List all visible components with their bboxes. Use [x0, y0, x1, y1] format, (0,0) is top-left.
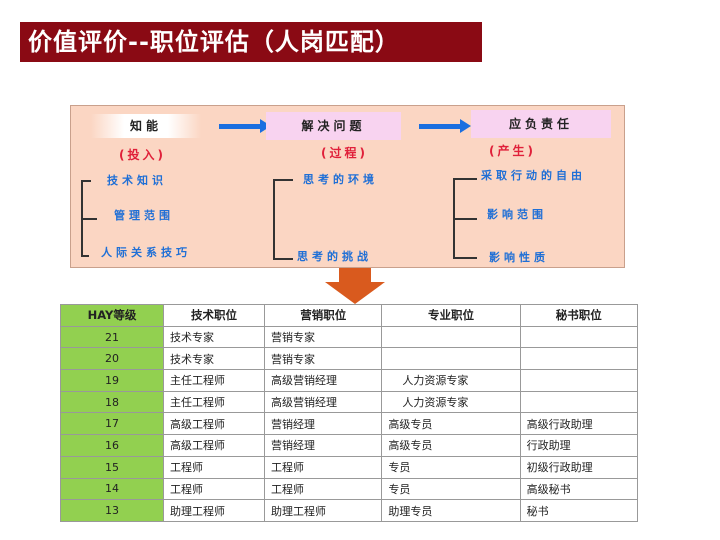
table-cell: 高级专员: [381, 434, 521, 457]
table-cell: [381, 325, 521, 349]
table-cell: 工程师: [162, 477, 266, 501]
table-cell: 人力资源专家: [381, 369, 521, 392]
table-cell: 高级营销经理: [264, 369, 383, 392]
hay-grade-cell: 13: [60, 499, 164, 522]
table-cell: 秘书: [519, 499, 639, 522]
bracket-tick: [81, 255, 89, 257]
item-freedom-to-act: 采取行动的自由: [481, 169, 586, 182]
bracket-tick: [453, 257, 477, 259]
bracket-tick: [81, 218, 97, 220]
table-cell: 助理专员: [381, 499, 521, 522]
table-cell: 营销经理: [264, 434, 383, 457]
label-input: (投入): [119, 148, 166, 162]
hay-grade-cell: 21: [60, 325, 164, 349]
right-arrow-icon: [219, 119, 271, 133]
item-technical-knowledge: 技术知识: [107, 174, 167, 187]
table-cell: 高级工程师: [162, 412, 266, 436]
right-arrow-icon: [419, 119, 471, 133]
table-cell: 助理工程师: [162, 499, 266, 522]
table-cell: 营销经理: [264, 412, 383, 436]
table-cell: 行政助理: [519, 434, 639, 457]
table-cell: 营销专家: [264, 325, 383, 349]
header-problem-solving: 解决问题: [266, 112, 401, 140]
table-cell: 高级专员: [381, 412, 521, 436]
column-header: 技术职位: [162, 304, 266, 327]
hay-grade-cell: 14: [60, 477, 164, 501]
table-cell: 工程师: [264, 455, 383, 479]
table-cell: 高级营销经理: [264, 390, 383, 414]
bracket-tick: [273, 258, 293, 260]
hay-factor-diagram: 知能 解决问题 应负责任 (投入) (过程) (产生) 技术知识 管理范围 人际…: [70, 105, 625, 268]
hay-grade-cell: 19: [60, 369, 164, 392]
table-cell: 主任工程师: [162, 369, 266, 392]
table-cell: 营销专家: [264, 347, 383, 371]
item-interpersonal-skills: 人际关系技巧: [101, 246, 191, 259]
item-thinking-environment: 思考的环境: [303, 173, 378, 186]
item-impact-scope: 影响范围: [487, 208, 547, 221]
bracket: [273, 179, 275, 259]
hay-grade-cell: 20: [60, 347, 164, 371]
label-output: (产生): [489, 144, 536, 158]
page-title: 价值评价--职位评估（人岗匹配）: [20, 22, 482, 62]
table-cell: [519, 347, 639, 371]
item-thinking-challenge: 思考的挑战: [297, 250, 372, 263]
bracket-tick: [273, 179, 293, 181]
label-process: (过程): [321, 146, 368, 160]
down-arrow-icon: [325, 268, 385, 304]
bracket-tick: [453, 218, 477, 220]
table-cell: [519, 325, 639, 349]
bracket-tick: [81, 180, 91, 182]
table-cell: 高级行政助理: [519, 412, 639, 436]
table-cell: 专员: [381, 477, 521, 501]
table-cell: 技术专家: [162, 325, 266, 349]
table-cell: 技术专家: [162, 347, 266, 371]
column-header: 营销职位: [264, 304, 383, 327]
bracket-tick: [453, 178, 477, 180]
table-cell: 工程师: [162, 455, 266, 479]
item-impact-nature: 影响性质: [489, 251, 549, 264]
table-cell: 主任工程师: [162, 390, 266, 414]
table-cell: 人力资源专家: [381, 390, 521, 414]
header-knowhow: 知能: [91, 114, 201, 138]
item-management-scope: 管理范围: [114, 209, 174, 222]
column-header: 秘书职位: [519, 304, 639, 327]
table-cell: 工程师: [264, 477, 383, 501]
table-cell: 专员: [381, 455, 521, 479]
table-header-row: HAY等级技术职位营销职位专业职位秘书职位: [60, 304, 639, 327]
hay-grade-cell: 16: [60, 434, 164, 457]
table-cell: [519, 390, 639, 414]
hay-grade-cell: 18: [60, 390, 164, 414]
table-cell: 助理工程师: [264, 499, 383, 522]
hay-grade-cell: 17: [60, 412, 164, 436]
table-cell: [381, 347, 521, 371]
table-cell: 初级行政助理: [519, 455, 639, 479]
table-cell: [519, 369, 639, 392]
table-cell: 高级工程师: [162, 434, 266, 457]
header-accountability: 应负责任: [471, 110, 611, 138]
column-header: 专业职位: [381, 304, 521, 327]
table-cell: 高级秘书: [519, 477, 639, 501]
column-header: HAY等级: [60, 304, 164, 327]
hay-grade-cell: 15: [60, 455, 164, 479]
